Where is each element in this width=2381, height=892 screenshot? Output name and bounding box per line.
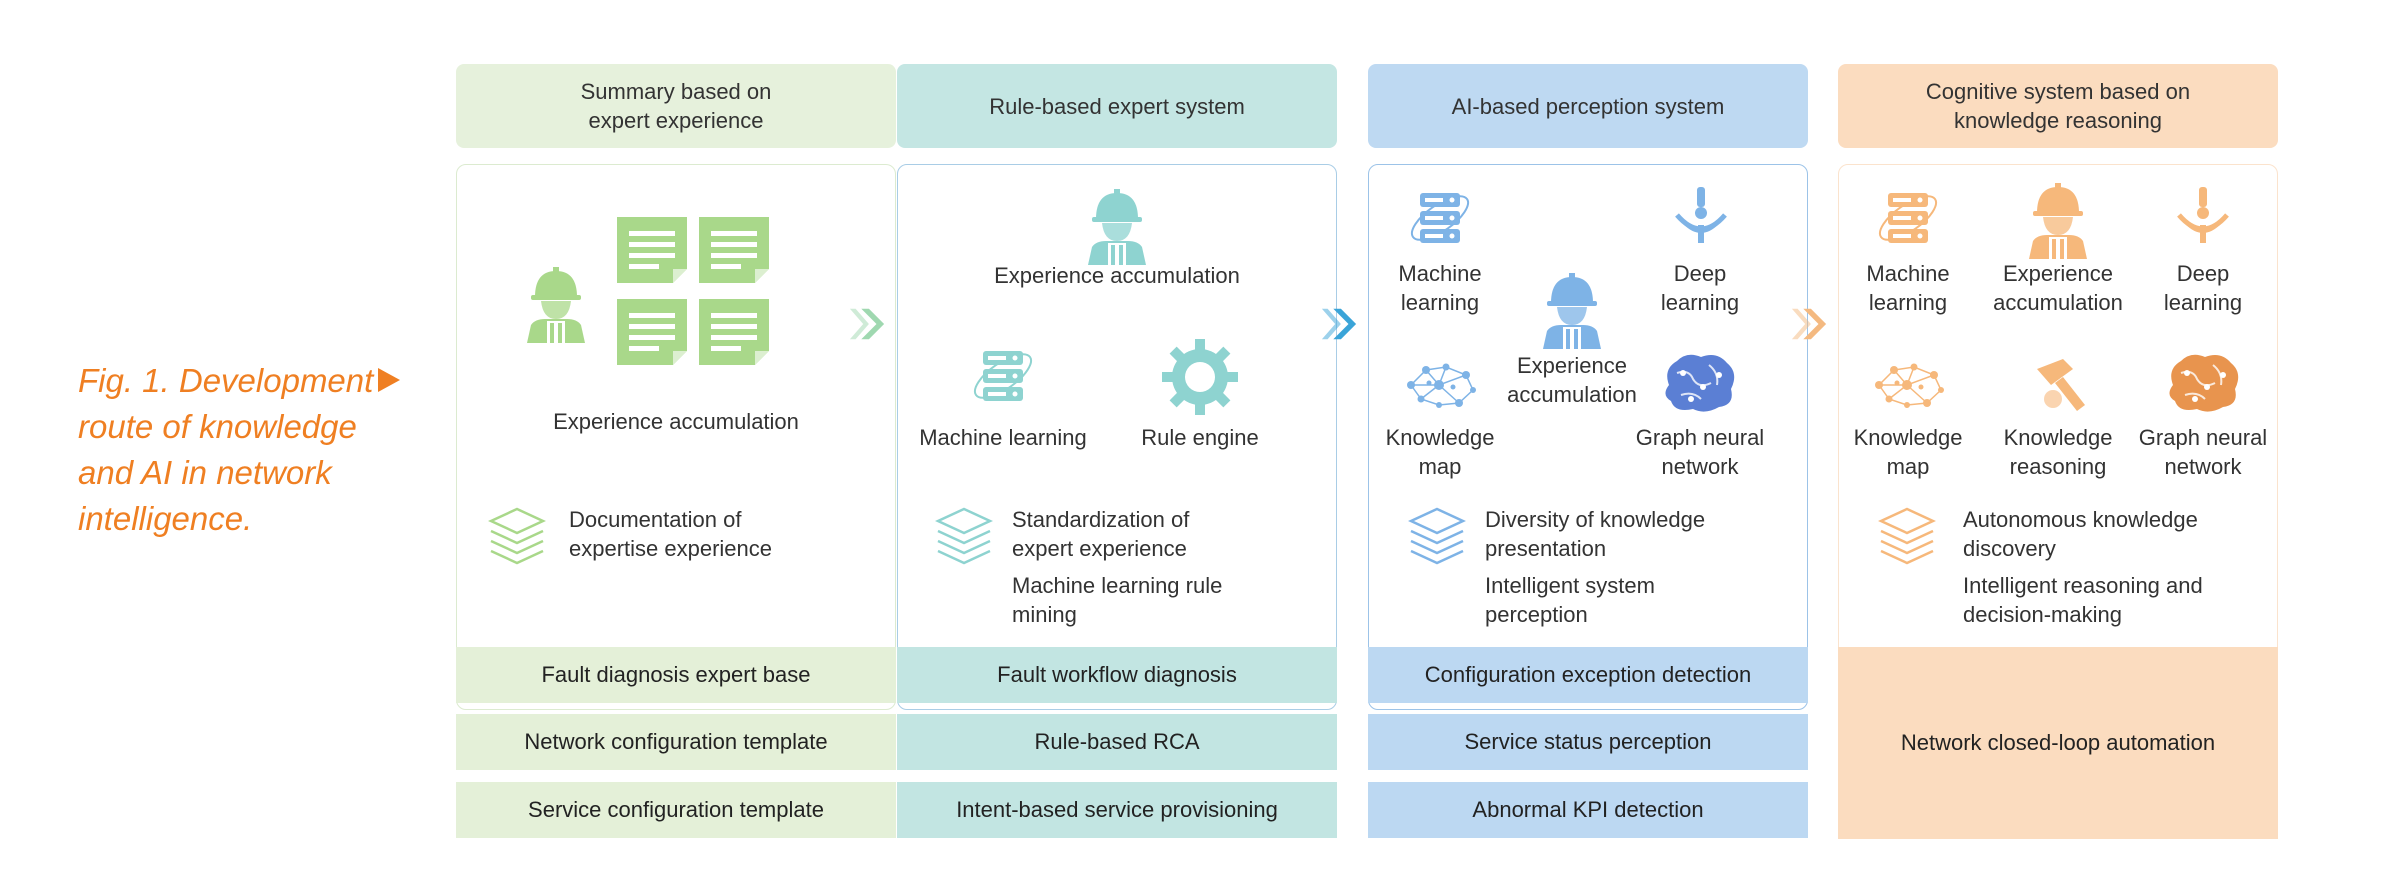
column-header: Cognitive system based on knowledge reas… (1838, 64, 2278, 148)
machine-learning-label: Machine learning (1398, 261, 1482, 315)
column-body: Experience accumulation Documentation of… (456, 164, 896, 710)
column-body: Experience accumulation Machine learning… (897, 164, 1337, 710)
knowledge-reasoning-icon (2029, 355, 2089, 415)
column-ai-perception: AI-based perception system Machine learn… (1368, 64, 1808, 842)
bar-item: Fault workflow diagnosis (897, 647, 1337, 703)
column-cognitive-system: Cognitive system based on knowledge reas… (1838, 64, 2278, 842)
bar-item: Service status perception (1368, 714, 1808, 770)
document-icon (617, 299, 687, 365)
layers-icon (487, 505, 547, 565)
layers-icon (934, 505, 994, 565)
column-body: Machine learning Deep learning Experienc… (1368, 164, 1808, 710)
graph-neural-network-icon (2163, 351, 2243, 415)
document-icon (617, 217, 687, 283)
knowledge-reasoning-label: Knowledge reasoning (2003, 425, 2113, 479)
document-icon (699, 299, 769, 365)
document-icon (699, 217, 769, 283)
machine-learning-label: Machine learning (919, 425, 1087, 450)
deep-learning-icon (2173, 185, 2233, 245)
column-header: AI-based perception system (1368, 64, 1808, 148)
bar-item: Rule-based RCA (897, 714, 1337, 770)
knowledge-map-label: Knowledge map (1385, 425, 1495, 479)
system-perception-label: Intelligent system perception (1485, 573, 1655, 627)
bar-item: Intent-based service provisioning (897, 782, 1337, 838)
graph-neural-network-label: Graph neural network (1635, 425, 1765, 479)
experience-label: Experience accumulation (1507, 353, 1637, 407)
server-icon (1405, 183, 1475, 253)
rule-engine-label: Rule engine (1141, 425, 1259, 450)
deep-learning-label: Deep learning (2163, 261, 2243, 315)
column-header: Summary based on expert experience (456, 64, 896, 148)
caption-arrow-icon (378, 368, 400, 392)
column-body: Machine learning Experience accumulation… (1838, 164, 2278, 710)
worker-icon (2023, 179, 2093, 259)
bar-item: Service configuration template (456, 782, 896, 838)
experience-label: Experience accumulation (994, 263, 1240, 288)
chevron-right-icon (848, 304, 886, 344)
layers-icon (1407, 505, 1467, 565)
experience-label: Experience accumulation (553, 409, 799, 434)
diversity-label: Diversity of knowledge presentation (1485, 507, 1706, 561)
chevron-right-icon (1790, 304, 1828, 344)
bar-item: Network configuration template (456, 714, 896, 770)
knowledge-discovery-label: Autonomous knowledge discovery (1963, 507, 2198, 561)
server-icon (1873, 183, 1943, 253)
bar-item: Abnormal KPI detection (1368, 782, 1808, 838)
column-rule-based: Rule-based expert system Experience accu… (897, 64, 1337, 842)
chevron-right-icon (1320, 304, 1358, 344)
graph-neural-network-icon (1659, 351, 1739, 415)
reasoning-decision-label: Intelligent reasoning and decision-makin… (1963, 573, 2203, 627)
gear-icon (1160, 337, 1240, 417)
server-icon (968, 341, 1038, 411)
deep-learning-label: Deep learning (1660, 261, 1740, 315)
figure-caption: Fig. 1. Development route of knowledge a… (78, 362, 374, 537)
machine-learning-label: Machine learning (1866, 261, 1950, 315)
experience-label: Experience accumulation (1993, 261, 2123, 315)
graph-neural-network-label: Graph neural network (2138, 425, 2268, 479)
bar-item: Network closed-loop automation (1838, 647, 2278, 839)
documentation-label: Documentation of expertise experience (569, 507, 773, 561)
bar-item: Configuration exception detection (1368, 647, 1808, 703)
rule-mining-label: Machine learning rule mining (1012, 573, 1223, 627)
deep-learning-icon (1671, 185, 1731, 245)
worker-icon (1082, 185, 1152, 265)
worker-icon (521, 263, 591, 343)
column-expert-experience: Summary based on expert experience Exper… (456, 64, 896, 842)
knowledge-map-icon (1869, 355, 1949, 415)
standardization-label: Standardization of expert experience (1012, 507, 1190, 561)
layers-icon (1877, 505, 1937, 565)
knowledge-map-label: Knowledge map (1853, 425, 1963, 479)
knowledge-map-icon (1401, 355, 1481, 415)
column-header: Rule-based expert system (897, 64, 1337, 148)
worker-icon (1537, 269, 1607, 349)
bar-item: Fault diagnosis expert base (456, 647, 896, 703)
